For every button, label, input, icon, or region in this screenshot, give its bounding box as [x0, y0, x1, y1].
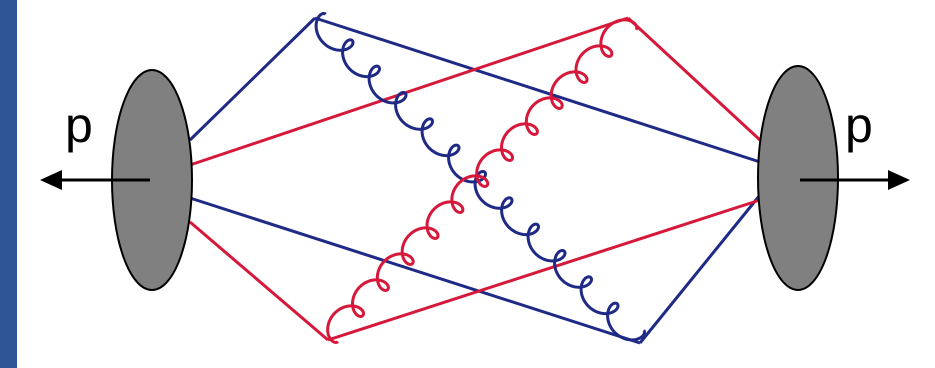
blue-quark-line — [640, 195, 760, 343]
left-proton-label: p — [65, 97, 93, 153]
red-quark-line — [190, 18, 628, 165]
red-quark-line — [628, 18, 760, 140]
red-quark-line — [328, 200, 760, 340]
red-quark-line — [190, 222, 328, 340]
blue-quark-line — [190, 198, 640, 343]
right-proton-ellipse — [758, 66, 838, 290]
blue-quark-line — [315, 18, 760, 162]
right-proton-label: p — [845, 97, 873, 153]
blue-quark-line — [190, 18, 315, 140]
